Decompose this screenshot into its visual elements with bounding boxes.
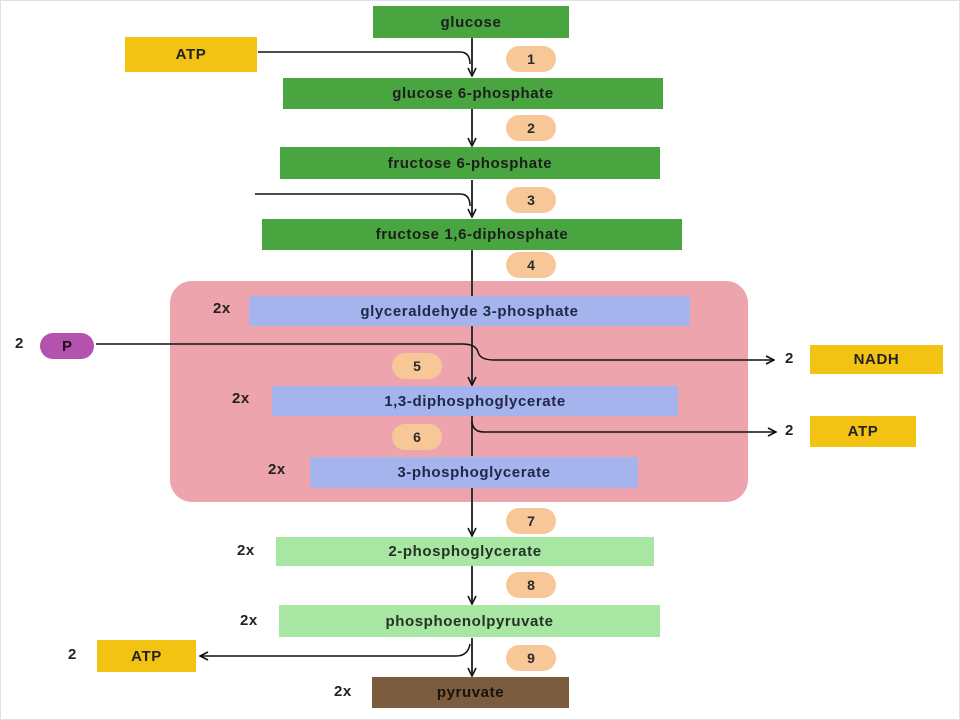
atp-step6-output-box: ATP <box>810 416 916 447</box>
nadh-output-box: NADH <box>810 345 943 374</box>
molecule-glucose: glucose <box>373 6 569 38</box>
atp9-output-arrow <box>200 643 471 656</box>
nadh-count: 2 <box>785 350 794 367</box>
multiplier-pep: 2x <box>240 612 258 629</box>
step-marker-7: 7 <box>506 508 556 534</box>
multiplier-pg2: 2x <box>237 542 255 559</box>
step-marker-4: 4 <box>506 252 556 278</box>
molecule-glyceraldehyde-3-phosphate: glyceraldehyde 3-phosphate <box>249 296 690 326</box>
atp6-output-arrow <box>471 421 776 432</box>
step-marker-6: 6 <box>392 424 442 450</box>
step-marker-1: 1 <box>506 46 556 72</box>
atp-input-arrow <box>258 51 471 65</box>
step-marker-3: 3 <box>506 187 556 213</box>
step-marker-2: 2 <box>506 115 556 141</box>
molecule-3-phosphoglycerate: 3-phosphoglycerate <box>310 457 638 488</box>
multiplier-bpg13: 2x <box>232 390 250 407</box>
atp-input-box: ATP <box>125 37 257 72</box>
atp-step9-count: 2 <box>68 646 77 663</box>
atp-step6-count: 2 <box>785 422 794 439</box>
step-marker-8: 8 <box>506 572 556 598</box>
step3-input-arrow <box>255 193 471 207</box>
molecule-fructose-6-phosphate: fructose 6-phosphate <box>280 147 660 179</box>
phosphate-count: 2 <box>15 335 24 352</box>
step-marker-9: 9 <box>506 645 556 671</box>
molecule-fructose-1-6-diphosphate: fructose 1,6-diphosphate <box>262 219 682 250</box>
multiplier-pyruvate: 2x <box>334 683 352 700</box>
molecule-1-3-diphosphoglycerate: 1,3-diphosphoglycerate <box>272 386 678 416</box>
multiplier-g3p: 2x <box>213 300 231 317</box>
molecule-pyruvate: pyruvate <box>372 677 569 708</box>
molecule-2-phosphoglycerate: 2-phosphoglycerate <box>276 537 654 566</box>
atp-step9-output-box: ATP <box>97 640 196 672</box>
molecule-phosphoenolpyruvate: phosphoenolpyruvate <box>279 605 660 637</box>
nadh-output-arrow <box>96 343 774 360</box>
phosphate-icon: P <box>40 333 94 359</box>
multiplier-pg3: 2x <box>268 461 286 478</box>
molecule-glucose-6-phosphate: glucose 6-phosphate <box>283 78 663 109</box>
step-marker-5: 5 <box>392 353 442 379</box>
